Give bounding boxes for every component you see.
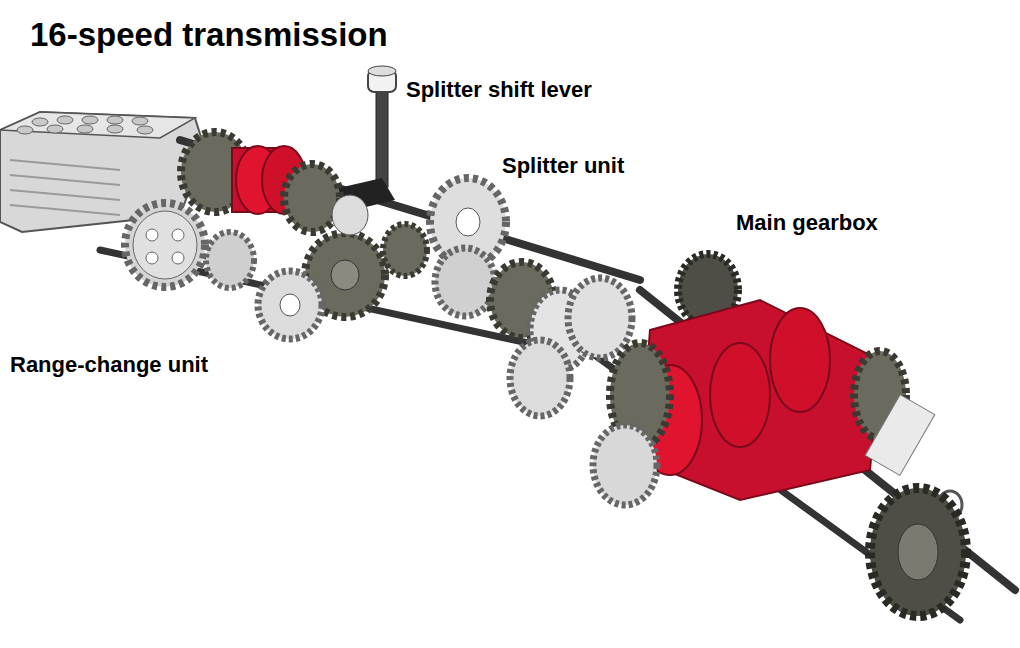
part-label: Range-change unit — [8, 352, 210, 377]
part-label: Splitter unit — [500, 153, 626, 178]
part-label: Splitter shift lever — [404, 77, 594, 102]
splitter-gears — [181, 132, 554, 338]
splitter-shift-lever — [330, 66, 396, 212]
brick-top — [0, 112, 195, 138]
axles — [100, 140, 1015, 620]
brick-studs — [17, 116, 153, 134]
part-label: Main gearbox — [734, 210, 880, 235]
main-gearbox — [510, 254, 966, 616]
brick-grooves — [10, 160, 120, 215]
diagram-title: 16-speed transmission — [28, 16, 390, 54]
